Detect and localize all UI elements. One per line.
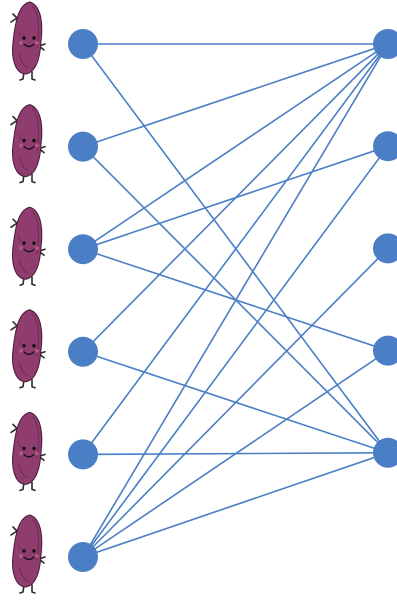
right-node [373, 335, 397, 366]
sweet-potato-character-icon [10, 103, 46, 184]
sweet-potato-character-icon [10, 308, 46, 389]
edge [82, 43, 389, 148]
left-node [68, 439, 98, 470]
left-node [68, 29, 98, 59]
figures-layer [10, 1, 46, 594]
left-node [68, 131, 98, 162]
nodes-layer [68, 29, 397, 572]
edge [82, 349, 389, 558]
sweet-potato-character-icon [10, 1, 46, 81]
edge [82, 43, 389, 455]
sweet-potato-character-icon [10, 206, 46, 287]
edge [82, 452, 389, 558]
edges-layer [82, 43, 389, 558]
left-node [68, 234, 98, 265]
right-node [373, 233, 397, 264]
right-node [373, 437, 397, 468]
edge [82, 247, 389, 558]
sweet-potato-character-icon [10, 514, 46, 594]
edge [82, 145, 389, 558]
left-node [68, 542, 98, 572]
edge [82, 43, 389, 353]
edge [82, 43, 389, 558]
edge [82, 43, 389, 250]
right-node [373, 29, 397, 59]
right-node [373, 131, 397, 162]
sweet-potato-character-icon [10, 411, 46, 492]
left-node [68, 336, 98, 367]
